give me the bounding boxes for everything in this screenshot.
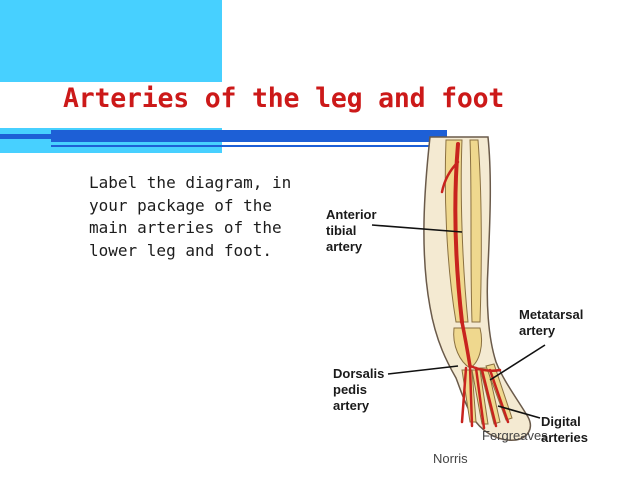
- title-rule-left: [0, 134, 51, 139]
- label-line: arteries: [541, 430, 588, 445]
- label-line: artery: [326, 239, 363, 254]
- instruction-line: main arteries of the: [89, 218, 282, 237]
- label-line: Metatarsal: [519, 307, 584, 322]
- label-line: artery: [519, 323, 556, 338]
- slide-title: Arteries of the leg and foot: [63, 83, 505, 114]
- label-line: Anterior: [326, 207, 377, 222]
- label-digital-arteries: Digital arteries: [541, 414, 588, 446]
- instruction-line: your package of the: [89, 195, 273, 215]
- label-line: artery: [333, 398, 370, 413]
- label-line: tibial: [326, 223, 357, 238]
- instruction-line: Label the diagram, in: [89, 173, 292, 192]
- signature-text: Fergreaves: [482, 428, 548, 443]
- instruction-text: Label the diagram, in your package of th…: [89, 172, 321, 262]
- title-band: [0, 82, 438, 128]
- label-dorsalis-pedis-artery: Dorsalis pedis artery: [333, 366, 384, 414]
- label-anterior-tibial-artery: Anterior tibial artery: [326, 207, 377, 255]
- label-metatarsal-artery: Metatarsal artery: [519, 307, 583, 339]
- author-credit: Norris: [433, 451, 468, 466]
- label-line: Digital: [541, 414, 581, 429]
- label-line: Dorsalis: [333, 366, 385, 381]
- instruction-line: lower leg and foot.: [89, 240, 273, 260]
- title-rule-thick: [51, 130, 447, 142]
- title-rule-thin: [51, 145, 447, 147]
- label-line: pedis: [333, 382, 367, 397]
